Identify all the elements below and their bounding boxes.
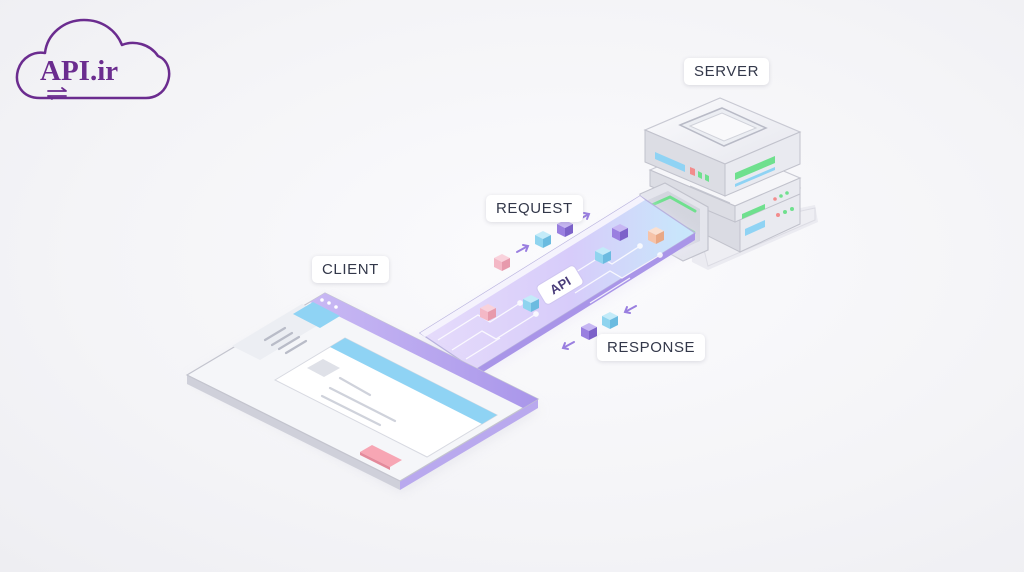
packet-purple-2 xyxy=(612,224,628,241)
logo-text: API.ir xyxy=(40,55,118,87)
packet-purple xyxy=(557,220,573,237)
packet-pink-2 xyxy=(480,304,496,321)
packet-blue-2 xyxy=(595,247,611,264)
response-packets xyxy=(480,295,637,350)
response-arrow-icon xyxy=(561,305,637,350)
packet-blue xyxy=(535,231,551,248)
request-packets xyxy=(494,212,664,271)
packet-purple-3 xyxy=(581,323,597,340)
server-unit-top xyxy=(643,97,802,204)
swap-arrows-icon xyxy=(47,87,67,100)
circuit-traces xyxy=(437,243,663,360)
client-window xyxy=(185,292,540,492)
client-label: CLIENT xyxy=(312,256,389,283)
api-badge: API xyxy=(536,265,584,305)
action-button xyxy=(360,445,402,470)
response-label: RESPONSE xyxy=(597,334,706,361)
sidebar-lines xyxy=(263,326,308,355)
content-header-bar xyxy=(330,338,497,424)
server-label: SERVER xyxy=(684,58,770,85)
api-channel: API xyxy=(415,195,700,382)
cloud-icon xyxy=(15,18,171,100)
sidebar-search-bar xyxy=(293,302,340,328)
api-ir-logo: API.ir xyxy=(15,18,171,100)
packet-blue-4 xyxy=(602,312,618,329)
avatar-placeholder xyxy=(307,359,340,377)
content-lines xyxy=(320,376,397,427)
request-label: REQUEST xyxy=(486,195,583,222)
packet-blue-3 xyxy=(523,295,539,312)
server xyxy=(639,97,818,270)
packet-peach xyxy=(648,227,664,244)
packet-pink xyxy=(494,254,510,271)
